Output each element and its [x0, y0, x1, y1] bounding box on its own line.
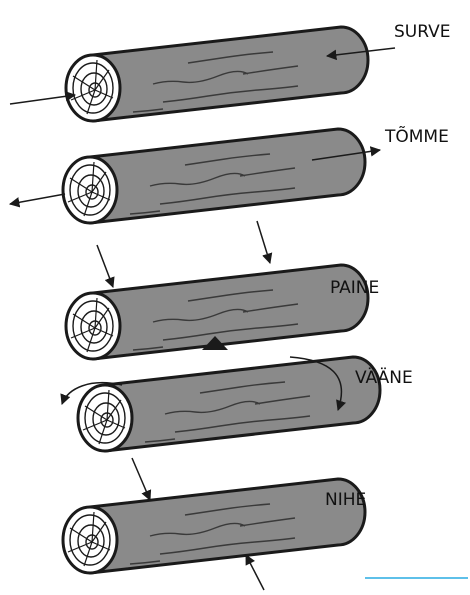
bending-group: PAINE [66, 221, 379, 359]
label-compression: SURVE [394, 22, 451, 42]
label-shear: NIHE [325, 490, 366, 510]
log-shear [63, 479, 365, 573]
shear-group: NIHE [63, 458, 366, 590]
shear-arrow-down-icon [132, 458, 150, 500]
torsion-group: VÄÄNE [62, 357, 413, 451]
compression-group: SURVE [10, 22, 451, 121]
tension-arrow-left-icon [10, 194, 65, 204]
log-torsion [78, 357, 380, 451]
label-tension: TÕMME [384, 125, 449, 147]
bending-arrow-left-icon [97, 245, 113, 287]
compression-arrow-left-icon [10, 95, 75, 104]
shear-arrow-up-icon [246, 555, 264, 590]
log-compression [66, 27, 368, 121]
bending-arrow-right-icon [257, 221, 270, 263]
tension-group: TÕMME [10, 125, 449, 223]
log-tension [63, 129, 365, 223]
label-bending: PAINE [330, 278, 379, 298]
label-torsion: VÄÄNE [355, 367, 413, 388]
